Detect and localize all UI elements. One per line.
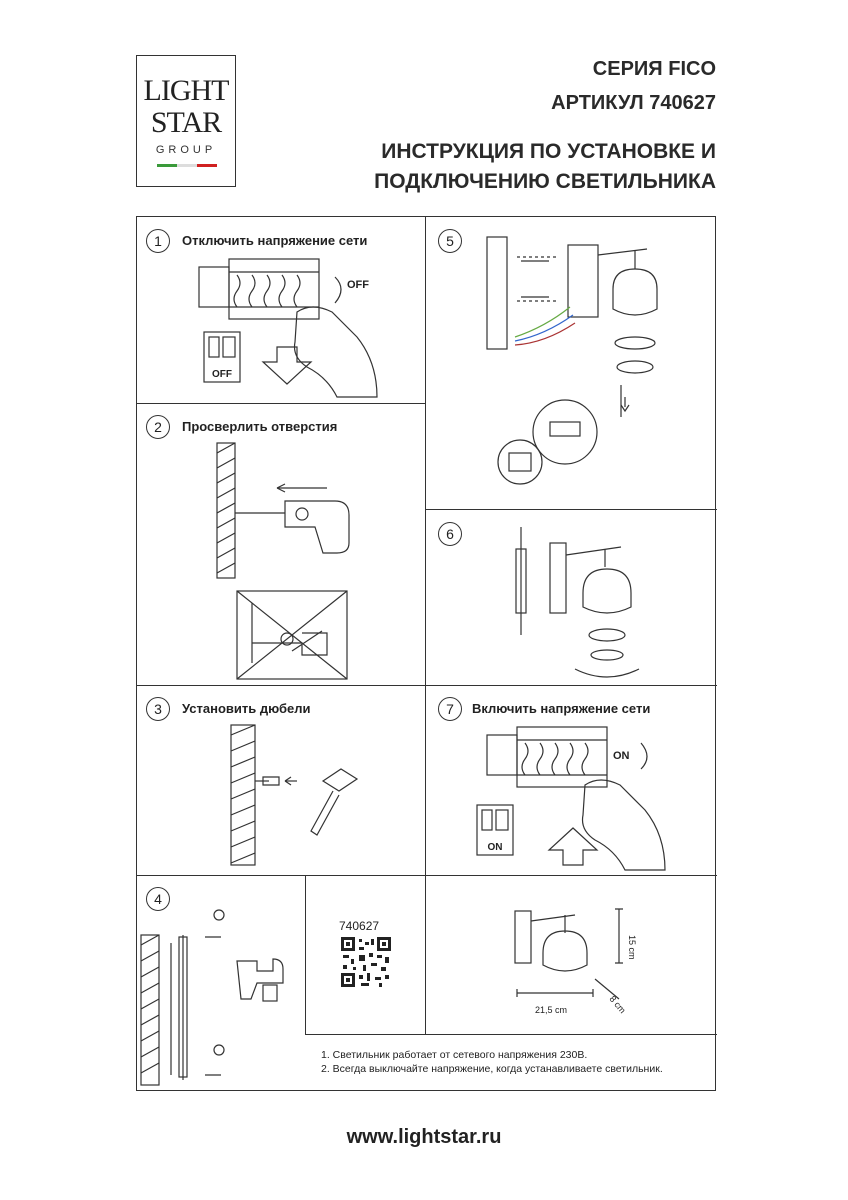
width-dimension: 21,5 cm (535, 1005, 567, 1015)
step-3-number: 3 (146, 697, 170, 721)
divider (137, 685, 717, 686)
step-1-hand-label: OFF (347, 279, 369, 291)
logo-line2: STAR (150, 106, 222, 139)
logo-line1: LIGHT (143, 74, 230, 107)
brand-logo: LIGHT STAR GROUP (136, 55, 236, 187)
note-1: 1. Светильник работает от сетевого напря… (321, 1049, 588, 1061)
step-7-switch-label: ON (487, 842, 503, 853)
breaker-on-illustration (476, 726, 666, 871)
step-1-title: Отключить напряжение сети (182, 233, 368, 248)
step-7-number: 7 (438, 697, 462, 721)
breaker-off-illustration (198, 258, 378, 398)
step-3-title: Установить дюбели (182, 701, 311, 716)
website-link[interactable]: www.lightstar.ru (346, 1126, 502, 1148)
italian-flag-stripe (157, 164, 217, 167)
logo-line3: GROUP (155, 144, 217, 156)
depth-dimension: 8 cm (607, 994, 627, 1015)
page-title-line2: ПОДКЛЮЧЕНИЮ СВЕТИЛЬНИКА (374, 170, 716, 193)
step-6-number: 6 (438, 522, 462, 546)
divider (137, 875, 717, 876)
divider (305, 1034, 717, 1035)
instruction-grid: 1 Отключить напряжение сети OFF OFF 2 Пр… (136, 216, 717, 1091)
divider (305, 875, 306, 1035)
step-4-number: 4 (146, 887, 170, 911)
note-2: 2. Всегда выключайте напряжение, когда у… (321, 1063, 663, 1075)
center-divider (425, 217, 426, 1035)
height-dimension: 15 cm (627, 935, 637, 960)
step-2-title: Просверлить отверстия (182, 419, 338, 434)
mount-assembly-illustration (515, 527, 640, 678)
step-1-switch-label: OFF (212, 369, 232, 380)
step-1-number: 1 (146, 229, 170, 253)
step-7-hand-label: ON (613, 750, 630, 762)
series-label: СЕРИЯ FICO (592, 58, 716, 80)
dowel-hammer-illustration (230, 724, 359, 866)
article-label: АРТИКУЛ 740627 (551, 92, 716, 114)
wiring-mount-illustration (486, 236, 658, 485)
step-7-title: Включить напряжение сети (472, 701, 651, 716)
page-title-line1: ИНСТРУКЦИЯ ПО УСТАНОВКЕ И (381, 140, 716, 163)
drill-wall-illustration (216, 442, 350, 680)
qr-code-label: 740627 (339, 919, 380, 933)
divider (425, 509, 717, 510)
step-5-number: 5 (438, 229, 462, 253)
step-2-number: 2 (146, 415, 170, 439)
screw-mounting-illustration (140, 909, 284, 1086)
dimension-drawing: 15 cm 21,5 cm 8 cm (514, 908, 637, 1015)
divider (137, 403, 425, 404)
qr-code[interactable] (341, 937, 391, 987)
